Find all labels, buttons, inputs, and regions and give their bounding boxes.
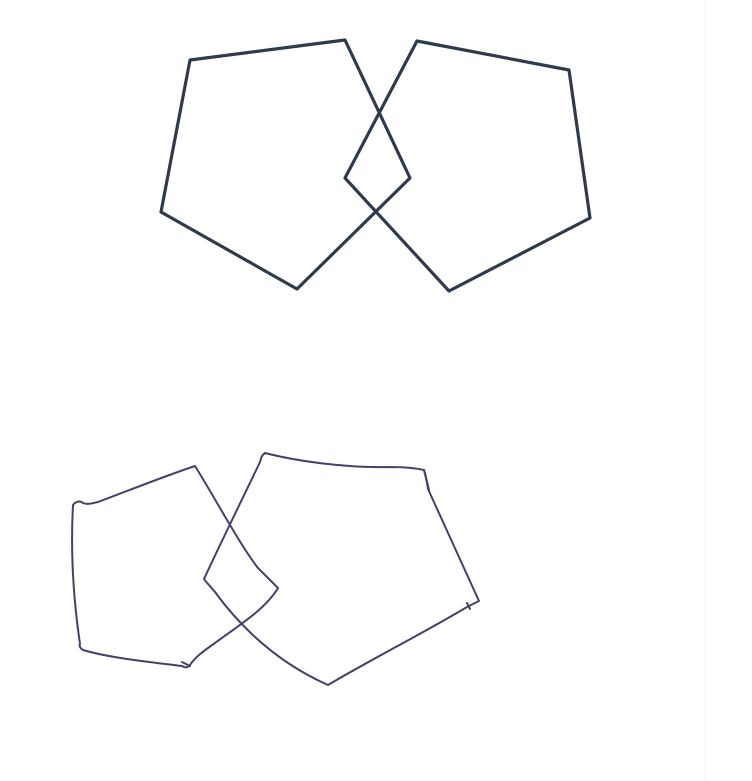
reference-pentagon-right [343, 39, 592, 293]
pen-tick-mark [181, 661, 191, 667]
hand-drawn-copy [71, 452, 480, 686]
freehand-pentagon-left [71, 465, 279, 669]
paper-edge-line [705, 0, 706, 781]
freehand-pentagon-right [203, 452, 480, 686]
reference-pentagon-left [159, 38, 412, 291]
pen-tick-mark [466, 602, 471, 610]
pen-tick-mark [423, 469, 430, 491]
reference-drawing [159, 38, 592, 293]
